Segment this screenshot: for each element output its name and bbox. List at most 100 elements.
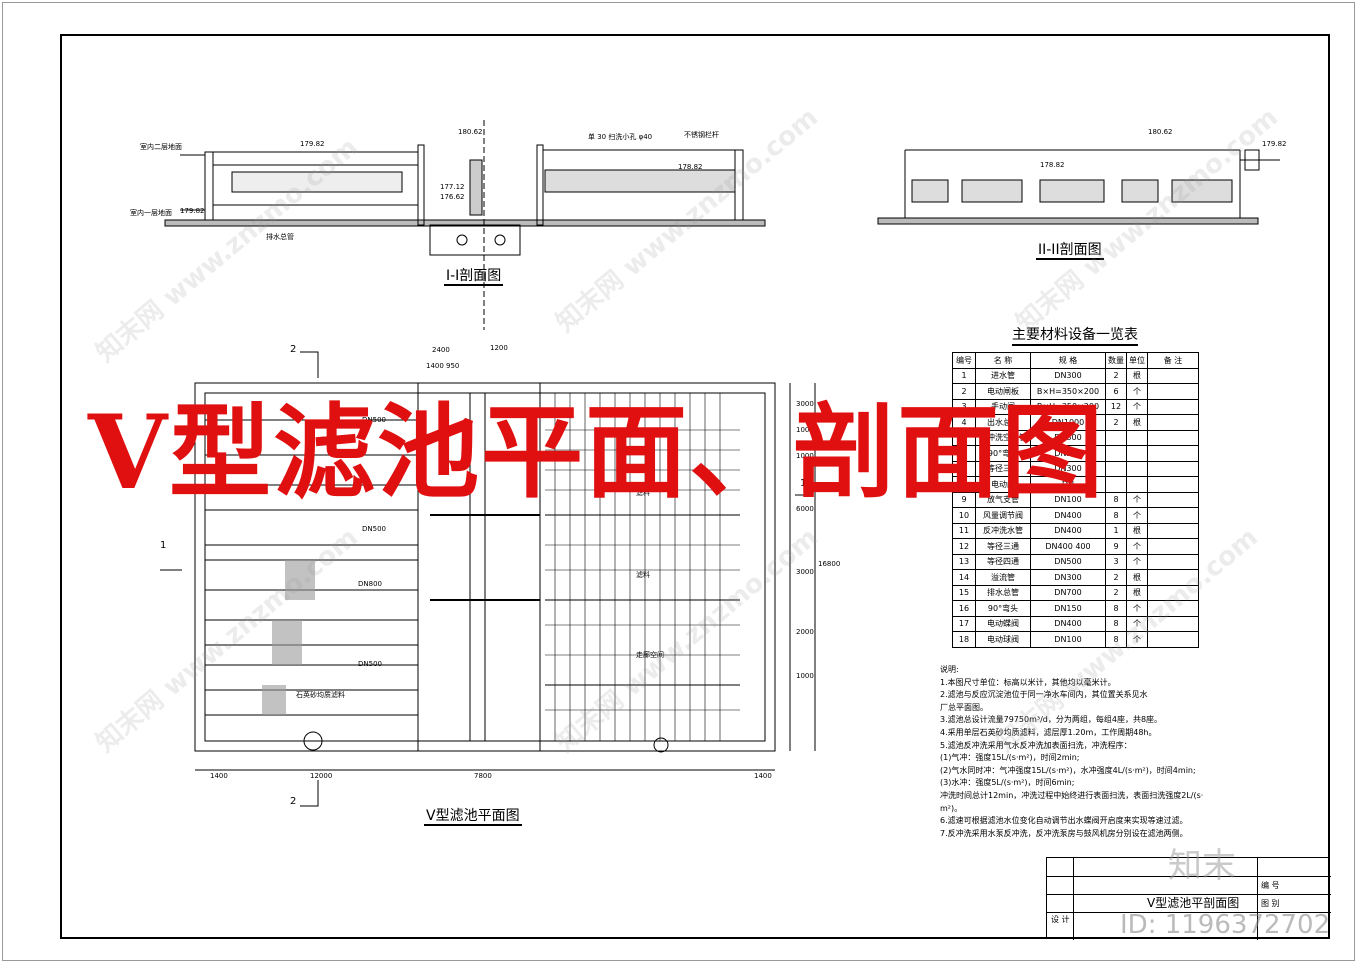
section-2-drawing [877, 149, 1280, 225]
table-cell [1147, 631, 1199, 648]
table-cell: 1 [952, 367, 976, 384]
table-cell: 6 [1105, 383, 1127, 400]
table-header: 备 注 [1147, 352, 1199, 369]
note-line: 4.采用单层石英砂均质滤料，滤层厚1.20m，工作周期48h。 [940, 727, 1157, 737]
table-cell: DN300 [1030, 367, 1106, 384]
note-line: (1)气冲：强度15L/(s·m²)，时间2min; [940, 753, 1080, 763]
table-cell: 8 [1105, 600, 1127, 617]
table-cell: DN400 400 [1030, 538, 1106, 555]
table-cell: 根 [1126, 569, 1148, 586]
table-cell: 根 [1126, 522, 1148, 539]
pipe-label: DN500 [358, 660, 382, 668]
note-line: 3.滤池总设计流量79750m³/d，分为两组，每组4座，共8座。 [940, 715, 1163, 725]
elevation-label: 178.82 [678, 163, 703, 171]
cut-markers [160, 351, 810, 807]
note-line: 5.滤池反冲洗采用气水反冲洗加表面扫洗，冲洗程序： [940, 740, 1132, 750]
table-cell: 18 [952, 631, 976, 648]
table-cell: 电动蝶阀 [975, 615, 1031, 632]
cut-marker-label: 1 [160, 540, 167, 551]
table-cell: 11 [952, 522, 976, 539]
elevation-label: 180.62 [458, 128, 483, 136]
dim-bottom: 7800 [474, 772, 492, 780]
table-cell [1147, 383, 1199, 400]
design-label: 设 计 [1051, 915, 1070, 924]
media-label: 滤料 [636, 489, 650, 497]
table-cell: 根 [1126, 367, 1148, 384]
section-2-title: II-II剖面图 [1036, 242, 1104, 260]
note-line: 7.反冲洗采用水泵反冲洗，反冲洗泵房与鼓风机房分别设在滤池两侧。 [940, 828, 1188, 838]
table-cell: 电动球阀 [975, 631, 1031, 648]
dim-right: 2000 [796, 628, 814, 636]
elevation-label: 179.82 [300, 140, 325, 148]
note-line: 1.本图尺寸单位：标高以米计，其他均以毫米计。 [940, 677, 1116, 687]
drawing-name: V型滤池平剖面图 [1147, 896, 1240, 910]
cut-marker-label: 1 [800, 478, 807, 489]
site-logo: 知末 [1168, 846, 1236, 886]
table-cell: 排水总管 [975, 584, 1031, 601]
drawing-frame [60, 34, 1330, 939]
dim-bottom: 1400 [754, 772, 772, 780]
pipe-label: DN800 [358, 580, 382, 588]
dim-top: 1400 [426, 362, 444, 370]
table-cell: DN500 [1030, 553, 1106, 570]
table-cell: 16 [952, 600, 976, 617]
media-label: 滤料 [636, 571, 650, 579]
dim-bottom: 12000 [310, 772, 333, 780]
table-cell: 13 [952, 553, 976, 570]
sheet-label: 图 别 [1261, 899, 1280, 908]
title-block: V型滤池平剖面图 设 计 编 号 图 别 [1046, 857, 1331, 940]
table-header: 数量 [1105, 352, 1127, 369]
table-cell: DN150 [1030, 600, 1106, 617]
corridor-label: 走廊空间 [636, 651, 664, 659]
sand-hatch [262, 560, 315, 715]
railing-label: 不锈钢栏杆 [684, 131, 719, 139]
plan-grid [545, 393, 740, 741]
pipe-label: DN500 [362, 525, 386, 533]
note-line: 2.滤池与反应沉淀池位于同一净水车间内，其位置关系见水 [940, 690, 1148, 700]
dim-top: 1200 [490, 344, 508, 352]
floor-label: 室内二层地面 [140, 143, 182, 151]
elevation-label: 177.12 [440, 183, 465, 191]
elevation-label: 176.62 [440, 193, 465, 201]
table-header: 规 格 [1030, 352, 1106, 369]
table-cell: 2 [1105, 584, 1127, 601]
dim-right: 1000 [796, 426, 814, 434]
notes-block: 说明: 1.本图尺寸单位：标高以米计，其他均以毫米计。 2.滤池与反应沉淀池位于同一… [940, 664, 1320, 840]
note-line: 厂总平面图。 [940, 702, 988, 712]
note-line: 说明: [940, 665, 959, 674]
table-header: 单位 [1126, 352, 1148, 369]
table-cell: 个 [1126, 538, 1148, 555]
dim-right: 3000 [796, 400, 814, 408]
dim-right: 1000 [796, 452, 814, 460]
dim-right: 6000 [796, 505, 814, 513]
plan-title: V型滤池平面图 [424, 808, 522, 826]
dim-top: 950 [446, 362, 460, 370]
table-header: 编号 [952, 352, 976, 369]
table-cell: 9 [1105, 538, 1127, 555]
floor-label: 室内一层地面 [130, 209, 172, 217]
dim-bottom: 1400 [210, 772, 228, 780]
table-cell: 14 [952, 569, 976, 586]
table-cell: 等径三通 [975, 538, 1031, 555]
section-1-drawing [164, 120, 766, 330]
table-cell: 等径四通 [975, 553, 1031, 570]
table-cell: DN400 [1030, 615, 1106, 632]
cut-marker-label: 2 [290, 344, 297, 355]
table-cell: 90°弯头 [975, 600, 1031, 617]
dim-top: 2400 [432, 346, 450, 354]
note-line: (2)气水同时冲：气冲强度15L/(s·m²)，水冲强度4L/(s·m²)，时间… [940, 765, 1196, 775]
note-line: m²)。 [940, 803, 963, 813]
pipe-label: 排水总管 [266, 233, 294, 241]
table-cell: 2 [1105, 367, 1127, 384]
table-cell [1147, 522, 1199, 539]
